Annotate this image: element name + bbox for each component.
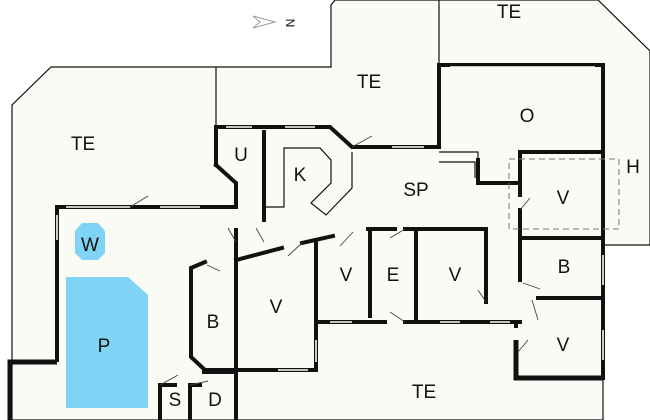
label-te-left: TE: [71, 134, 95, 155]
label-b-left: B: [207, 312, 220, 333]
label-v-row1: V: [340, 265, 353, 286]
label-v-right-bottom: V: [557, 335, 570, 356]
label-d: D: [208, 390, 222, 411]
label-v-row2: V: [449, 265, 462, 286]
compass-label: N: [283, 19, 297, 28]
label-v-right-top: V: [557, 188, 570, 209]
label-e: E: [387, 265, 400, 286]
label-te-top: TE: [497, 2, 521, 23]
north-arrow-icon: [252, 15, 277, 29]
label-b-right: B: [558, 257, 571, 278]
label-s: S: [169, 390, 182, 411]
label-p: P: [98, 336, 111, 357]
label-te-mid: TE: [357, 72, 381, 93]
label-u: U: [234, 145, 248, 166]
doors: [129, 135, 541, 386]
label-w: W: [81, 235, 99, 256]
pool: [66, 277, 148, 408]
whirlpool: [75, 223, 105, 260]
label-v-left: V: [270, 297, 283, 318]
label-h: H: [626, 157, 640, 178]
walls: [7, 63, 605, 420]
label-te-bottom: TE: [412, 382, 436, 403]
dashed-zone: [508, 158, 620, 230]
kitchen-counter: [265, 147, 353, 216]
label-k: K: [294, 165, 307, 186]
label-sp: SP: [403, 180, 428, 201]
label-o: O: [520, 106, 535, 127]
